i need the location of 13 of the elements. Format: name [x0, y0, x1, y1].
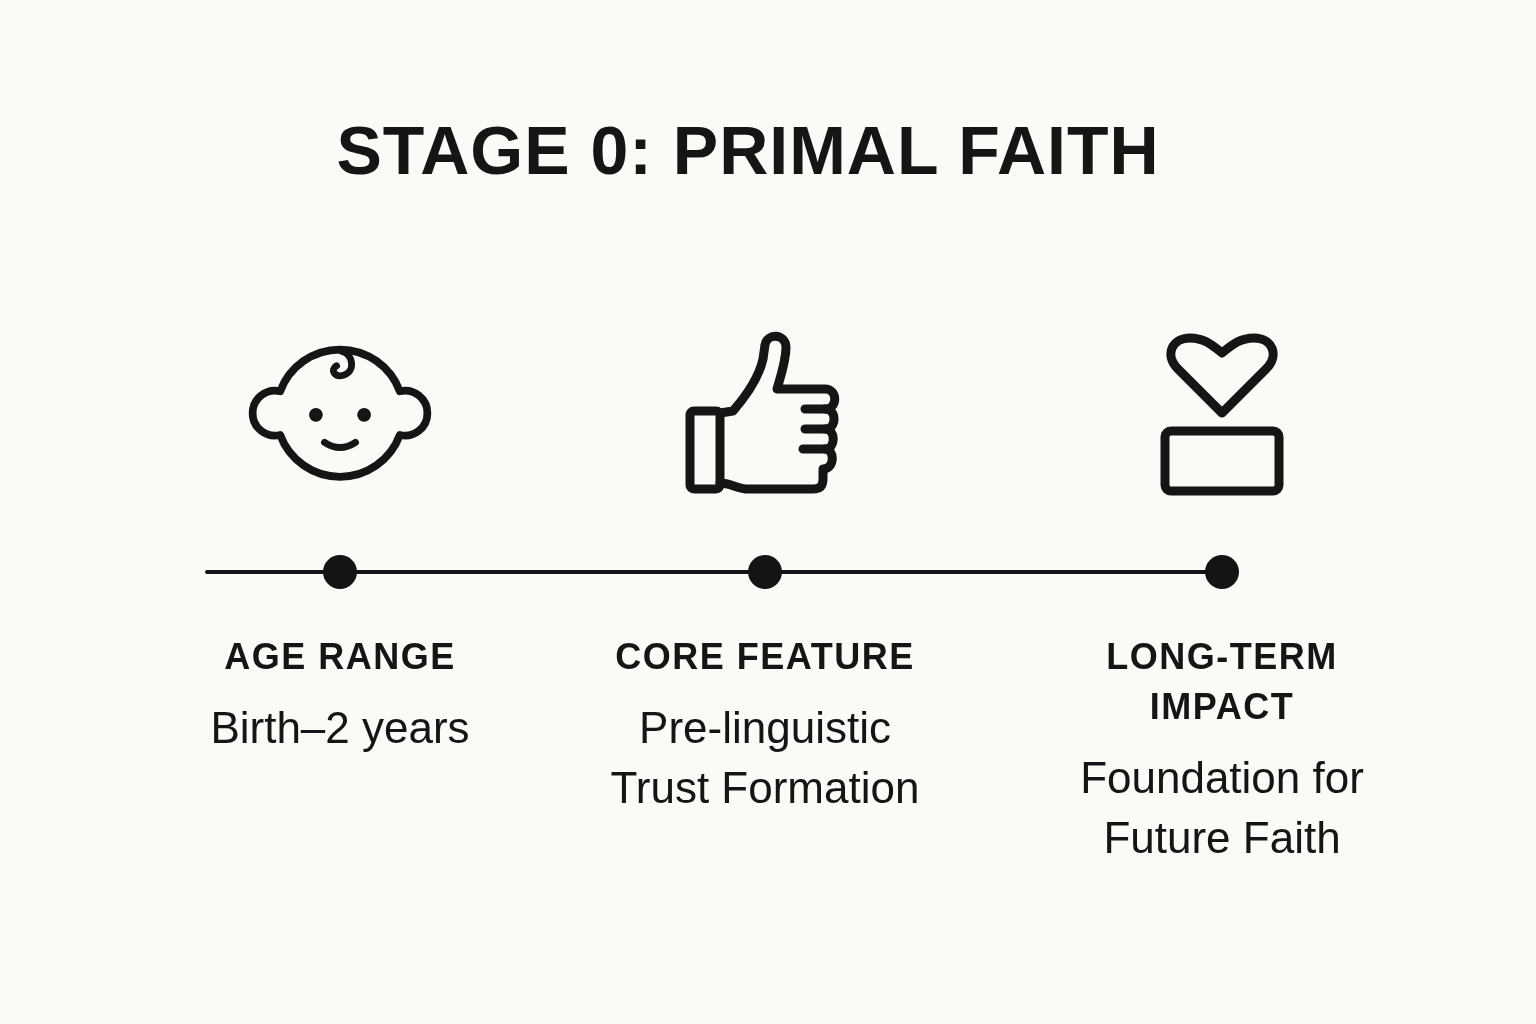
description-text: Birth–2 years — [210, 702, 470, 754]
timeline-line — [205, 570, 325, 574]
column-heading: CORE FEATURE — [615, 635, 915, 679]
timeline-dot — [748, 555, 782, 589]
column-heading: LONG-TERM IMPACT — [1105, 635, 1339, 729]
timeline-dot — [323, 555, 357, 589]
column-heading: AGE RANGE — [224, 635, 456, 679]
description-text: Foundation for Future Faith — [1079, 752, 1365, 864]
timeline-line — [355, 570, 750, 574]
timeline-dot — [1205, 555, 1239, 589]
description-text: Pre-linguistic Trust Formation — [609, 702, 921, 814]
timeline-line — [780, 570, 1207, 574]
title: STAGE 0: PRIMAL FAITH — [336, 111, 1160, 190]
